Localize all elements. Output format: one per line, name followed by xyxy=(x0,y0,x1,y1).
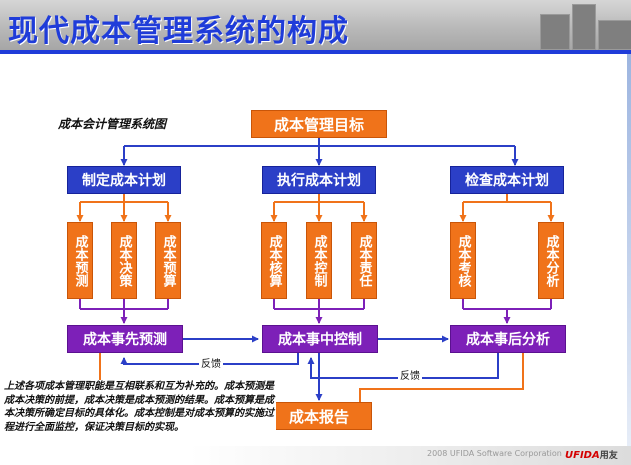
copyright-text: 2008 UFIDA Software Corporation xyxy=(427,449,562,458)
explanatory-note: 上述各项成本管理职能是互相联系和互为补充的。成本预测是成本决策的前提，成本决策是… xyxy=(4,380,276,434)
building-graphic xyxy=(540,14,570,50)
item-budget: 成本预算 xyxy=(155,222,181,299)
report-box: 成本报告 xyxy=(266,402,372,430)
item-accounting: 成本核算 xyxy=(261,222,287,299)
page-title: 现代成本管理系统的构成 xyxy=(8,14,349,49)
decorative-edge xyxy=(627,54,631,454)
goal-box: 成本管理目标 xyxy=(251,110,387,138)
diagram-title: 成本会计管理系统图 xyxy=(58,117,167,131)
building-graphic xyxy=(598,20,631,50)
phase-box-mid: 成本事中控制 xyxy=(262,325,378,353)
brand-logo: UFIDA用友 xyxy=(565,448,618,461)
plan-box-formulate: 制定成本计划 xyxy=(67,166,181,194)
feedback-label: 反馈 xyxy=(199,355,223,370)
item-control: 成本控制 xyxy=(306,222,332,299)
slide-header: 现代成本管理系统的构成 xyxy=(0,0,631,50)
item-analysis: 成本分析 xyxy=(538,222,564,299)
plan-box-check: 检查成本计划 xyxy=(450,166,564,194)
header-rule xyxy=(0,50,631,54)
item-assessment: 成本考核 xyxy=(450,222,476,299)
feedback-label: 反馈 xyxy=(398,367,422,382)
brand-name-cn: 用友 xyxy=(599,451,618,461)
building-graphic xyxy=(572,4,596,50)
item-forecast: 成本预测 xyxy=(67,222,93,299)
plan-box-execute: 执行成本计划 xyxy=(262,166,376,194)
item-responsibility: 成本责任 xyxy=(351,222,377,299)
phase-box-post: 成本事后分析 xyxy=(450,325,566,353)
footer: 2008 UFIDA Software Corporation UFIDA用友 xyxy=(0,446,631,465)
item-decision: 成本决策 xyxy=(111,222,137,299)
phase-box-pre: 成本事先预测 xyxy=(67,325,183,353)
brand-name: UFIDA xyxy=(565,450,600,461)
